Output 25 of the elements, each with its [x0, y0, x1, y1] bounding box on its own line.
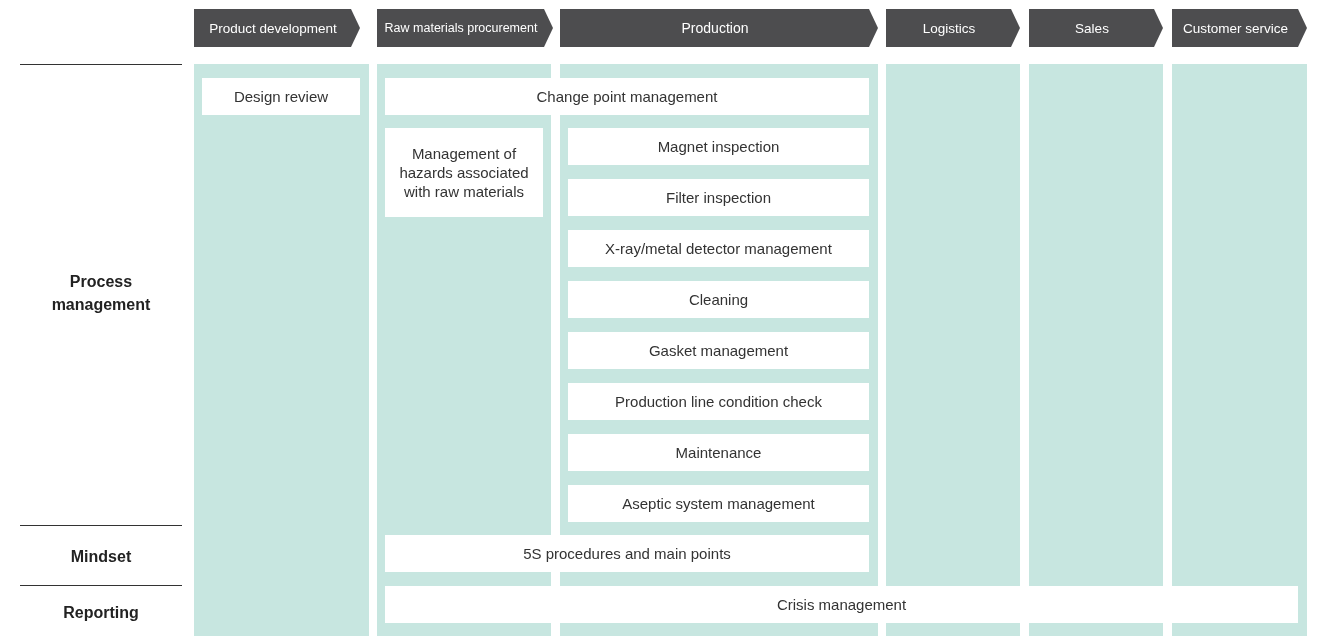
stage-header: Raw materials procurement [377, 9, 553, 47]
lane-band [1029, 64, 1163, 636]
lane-band [194, 64, 369, 636]
process-box: Filter inspection [568, 179, 869, 216]
process-box: Management of hazards associated with raw materials [385, 128, 543, 217]
process-box: Aseptic system management [568, 485, 869, 522]
process-box: Maintenance [568, 434, 869, 471]
process-box: Magnet inspection [568, 128, 869, 165]
process-box: X-ray/metal detector management [568, 230, 869, 267]
process-box: Cleaning [568, 281, 869, 318]
process-box: Change point management [385, 78, 869, 115]
row-label: Reporting [62, 603, 140, 623]
stage-header: Production [560, 9, 878, 47]
process-box: Design review [202, 78, 360, 115]
stage-header: Logistics [886, 9, 1020, 47]
process-box: Crisis management [385, 586, 1298, 623]
stage-header: Customer service [1172, 9, 1307, 47]
lane-band [1172, 64, 1307, 636]
process-box: 5S procedures and main points [385, 535, 869, 572]
row-label: Mindset [69, 547, 133, 567]
stage-header: Product development [194, 9, 360, 47]
stage-header: Sales [1029, 9, 1163, 47]
process-box: Gasket management [568, 332, 869, 369]
row-label: Process management [50, 272, 152, 315]
process-box: Production line condition check [568, 383, 869, 420]
